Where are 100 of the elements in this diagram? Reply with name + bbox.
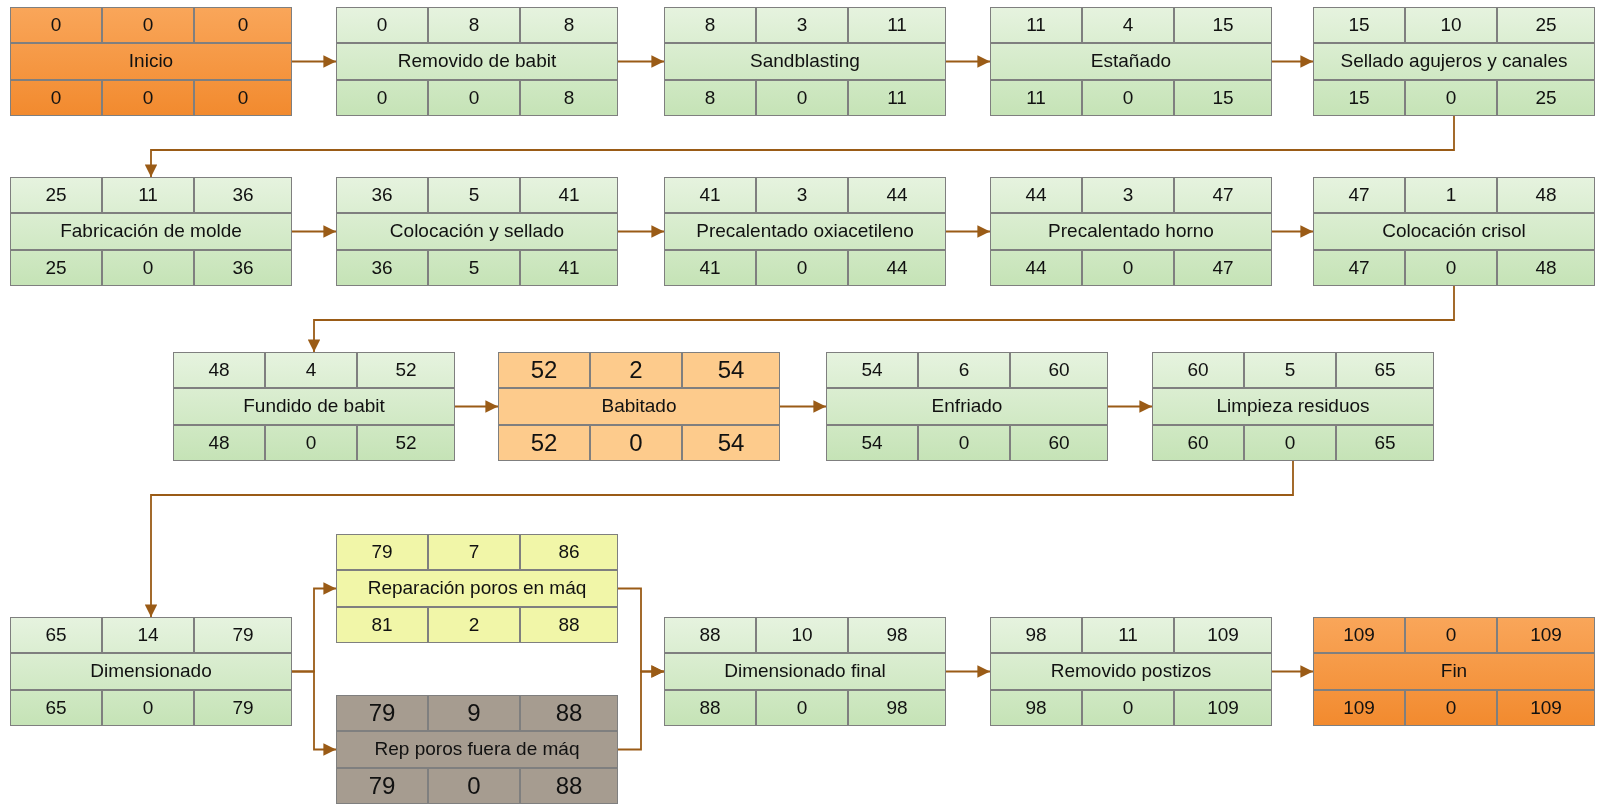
arrow [1271,55,1314,68]
time-value: 6 [918,352,1010,389]
time-value: 0 [102,79,194,116]
time-value: 98 [848,689,946,726]
time-value: 0 [336,79,428,116]
time-value: 0 [1082,79,1174,116]
time-value: 8 [428,7,520,44]
activity-name: Precalentado oxiacetileno [664,213,946,250]
activity-name: Precalentado horno [990,213,1272,250]
time-value: 25 [1497,7,1595,44]
time-value: 10 [1405,7,1497,44]
time-value: 36 [194,177,292,214]
activity-name: Dimensionado final [664,653,946,690]
time-value: 36 [336,249,428,286]
activity-node [336,7,618,116]
arrow [1271,225,1314,238]
activity-node [1313,7,1595,116]
activity-name: Limpieza residuos [1152,388,1434,425]
time-value: 8 [664,7,756,44]
activity-name: Colocación crisol [1313,213,1595,250]
time-value: 65 [1336,424,1434,461]
time-value: 41 [664,249,756,286]
activity-name: Rep poros fuera de máq [336,731,618,768]
time-value: 0 [1082,249,1174,286]
activity-name: Removido postizos [990,653,1272,690]
time-value: 0 [756,79,848,116]
arrow [144,460,1294,618]
time-value: 54 [826,424,918,461]
activity-name: Removido de babit [336,43,618,80]
time-value: 0 [336,7,428,44]
time-value: 88 [520,695,618,732]
time-value: 41 [520,249,618,286]
time-value: 79 [336,767,428,804]
time-value: 8 [664,79,756,116]
time-value: 44 [990,177,1082,214]
arrow [291,55,337,68]
activity-node [664,7,946,116]
arrow [945,55,991,68]
time-value: 88 [520,767,618,804]
activity-node [10,177,292,286]
time-value: 79 [336,695,428,732]
time-value: 0 [194,79,292,116]
time-value: 54 [826,352,918,389]
arrow [1271,665,1314,678]
time-value: 25 [10,249,102,286]
arrow [144,115,1455,178]
activity-node [336,534,618,643]
time-value: 65 [10,617,102,654]
time-value: 11 [102,177,194,214]
time-value: 109 [1313,689,1405,726]
arrow [617,225,665,238]
time-value: 0 [1082,689,1174,726]
activity-name: Reparación poros en máq [336,570,618,607]
time-value: 7 [428,534,520,571]
arrow [617,665,665,751]
time-value: 109 [1174,689,1272,726]
time-value: 109 [1313,617,1405,654]
activity-name: Colocación y sellado [336,213,618,250]
time-value: 36 [336,177,428,214]
time-value: 0 [1405,249,1497,286]
time-value: 60 [1152,424,1244,461]
activity-node [10,7,292,116]
time-value: 0 [10,7,102,44]
arrow [307,285,1455,353]
activity-node [10,617,292,726]
time-value: 0 [102,689,194,726]
time-value: 4 [1082,7,1174,44]
time-value: 109 [1174,617,1272,654]
activity-node [826,352,1108,461]
activity-node [1152,352,1434,461]
time-value: 0 [918,424,1010,461]
time-value: 11 [990,7,1082,44]
time-value: 0 [1244,424,1336,461]
time-value: 0 [194,7,292,44]
time-value: 52 [498,424,590,461]
activity-node [990,177,1272,286]
activity-name: Babitado [498,388,780,425]
time-value: 60 [1010,424,1108,461]
time-value: 48 [1497,249,1595,286]
time-value: 4 [265,352,357,389]
arrow [454,400,499,413]
activity-node [990,7,1272,116]
time-value: 48 [1497,177,1595,214]
time-value: 98 [990,617,1082,654]
activity-name: Fundido de babit [173,388,455,425]
time-value: 79 [336,534,428,571]
time-value: 0 [428,767,520,804]
time-value: 0 [590,424,682,461]
activity-node [173,352,455,461]
time-value: 0 [428,79,520,116]
time-value: 98 [848,617,946,654]
time-value: 0 [1405,689,1497,726]
time-value: 15 [1174,7,1272,44]
time-value: 36 [194,249,292,286]
time-value: 25 [10,177,102,214]
time-value: 5 [428,177,520,214]
arrow [1107,400,1153,413]
time-value: 0 [265,424,357,461]
time-value: 0 [1405,79,1497,116]
time-value: 15 [1313,7,1405,44]
